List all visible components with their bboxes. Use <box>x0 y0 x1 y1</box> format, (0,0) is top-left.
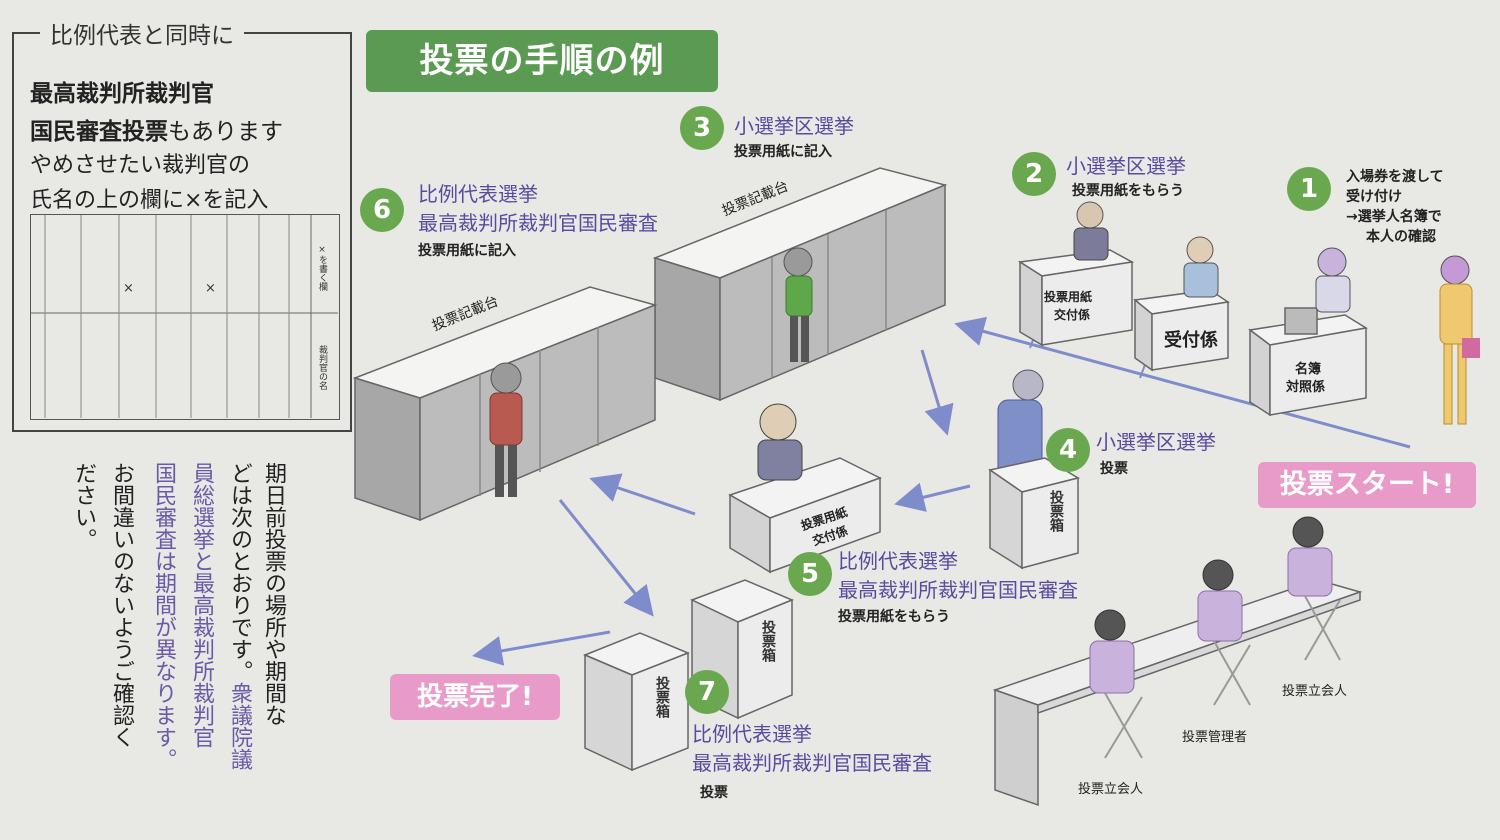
step-6-number: 6 <box>360 188 404 232</box>
ballot-col-name-label: 裁判官の名 <box>317 345 327 390</box>
step-1-desc-2: 受け付け <box>1346 189 1402 205</box>
ballot-mark-2: × <box>205 281 216 296</box>
flow-arrow-to-final-box <box>558 499 654 617</box>
official-3 <box>1089 609 1143 759</box>
step-5-number: 5 <box>788 552 832 596</box>
voter-yellow <box>1439 255 1480 425</box>
upper-booth <box>652 167 948 402</box>
desk-roster-label-2: 対照係 <box>1286 380 1326 395</box>
review-line-2-rest: もあります <box>168 119 283 145</box>
step-7-title: 比例代表選挙 <box>692 722 812 746</box>
label-witness-2: 投票立会人 <box>1078 782 1144 797</box>
ballot-col-mark-label: ×を書く欄 <box>317 245 327 291</box>
box-label-proportional: 投票箱 <box>760 620 776 662</box>
note-col-4: 国民審査は期間が異なります。 <box>151 462 176 770</box>
box-label-review: 投票箱 <box>654 676 670 718</box>
note-col-5: お間違いのないようご確認く <box>109 462 134 748</box>
start-badge: 投票スタート! <box>1258 462 1476 508</box>
ballot-mark-1: × <box>123 281 134 296</box>
step-1-desc-1: 入場券を渡して <box>1346 169 1444 185</box>
note-col-2-highlight: 衆議院議 <box>227 682 252 770</box>
review-info-title: 比例代表と同時に <box>40 16 244 50</box>
step-1-number: 1 <box>1287 167 1331 211</box>
ballot-grid <box>31 215 338 418</box>
step-3-number: 3 <box>680 106 724 150</box>
note-col-2: どは次のとおりです。衆議院議 <box>222 462 256 832</box>
step-1-desc-4: 本人の確認 <box>1366 229 1436 245</box>
note-col-3: 員総選挙と最高裁判所裁判官 <box>189 462 214 748</box>
desk-reception <box>1133 289 1231 372</box>
step-7-number: 7 <box>685 670 729 714</box>
review-line-3: やめさせたい裁判官の <box>30 153 251 178</box>
desk-reception-label: 受付係 <box>1164 330 1218 351</box>
flow-arrow-to-desk <box>894 482 971 512</box>
step-6-sub: 投票用紙に記入 <box>418 243 516 259</box>
voter-red <box>489 362 523 497</box>
flow-arrow-exit <box>472 630 611 666</box>
step-3-title: 小選挙区選挙 <box>734 114 854 138</box>
step-7-sub: 投票 <box>700 785 728 801</box>
review-line-2: 国民審査投票もあります <box>30 112 283 146</box>
lower-booth <box>352 286 658 522</box>
review-line-2-bold: 国民審査投票 <box>30 119 168 145</box>
note-col-2-plain: どは次のとおりです。 <box>227 462 252 682</box>
desk-paper-lower <box>728 457 882 574</box>
clerk-lower <box>757 403 803 481</box>
step-4-title: 小選挙区選挙 <box>1096 430 1216 454</box>
desk-paper-upper-label-2: 交付係 <box>1054 308 1091 322</box>
review-line-4: 氏名の上の欄に×を記入 <box>30 188 269 213</box>
voter-green <box>783 247 813 362</box>
step-4-sub: 投票 <box>1100 461 1128 477</box>
clerk-upper <box>1073 201 1109 261</box>
desk-paper-upper-label-1: 投票用紙 <box>1044 290 1093 304</box>
step-6-title-2: 最高裁判所裁判官国民審査 <box>418 211 658 235</box>
clerk-reception <box>1183 236 1219 298</box>
flow-arrow-to-box <box>920 349 954 436</box>
desk-roster-label-1: 名簿 <box>1295 362 1322 377</box>
ballot-sample: × × ×を書く欄 裁判官の名 <box>30 214 340 420</box>
step-2-title: 小選挙区選挙 <box>1066 154 1186 178</box>
note-col-6: ださい。 <box>71 462 96 550</box>
label-witness-1: 投票立会人 <box>1282 684 1348 699</box>
flow-arrow-to-booth <box>589 473 696 516</box>
step-2-sub: 投票用紙をもらう <box>1072 183 1184 199</box>
step-4-number: 4 <box>1046 428 1090 472</box>
official-2 <box>1197 559 1251 706</box>
note-col-1: 期日前投票の場所や期間な <box>261 462 286 726</box>
ballot-box-review <box>583 632 690 772</box>
step-3-sub: 投票用紙に記入 <box>734 144 832 160</box>
step-6-title: 比例代表選挙 <box>418 182 538 206</box>
step-5-sub: 投票用紙をもらう <box>838 609 950 625</box>
diagram-title-banner: 投票の手順の例 <box>366 30 718 92</box>
step-1-desc-3: →選挙人名簿で <box>1346 209 1442 225</box>
step-5-title: 比例代表選挙 <box>838 549 958 573</box>
review-line-1: 最高裁判所裁判官 <box>30 81 214 107</box>
label-manager: 投票管理者 <box>1182 730 1248 745</box>
desk-roster <box>1248 307 1369 417</box>
review-info-content: 最高裁判所裁判官 国民審査投票もあります やめさせたい裁判官の 氏名の上の欄に×… <box>12 32 352 432</box>
finish-badge: 投票完了! <box>390 674 560 720</box>
step-7-title-2: 最高裁判所裁判官国民審査 <box>692 751 932 775</box>
step-2-number: 2 <box>1012 152 1056 196</box>
official-1 <box>1287 516 1341 661</box>
clerk-roster <box>1315 247 1351 313</box>
box-label-small-district: 投票箱 <box>1048 490 1064 532</box>
step-5-title-2: 最高裁判所裁判官国民審査 <box>838 578 1078 602</box>
